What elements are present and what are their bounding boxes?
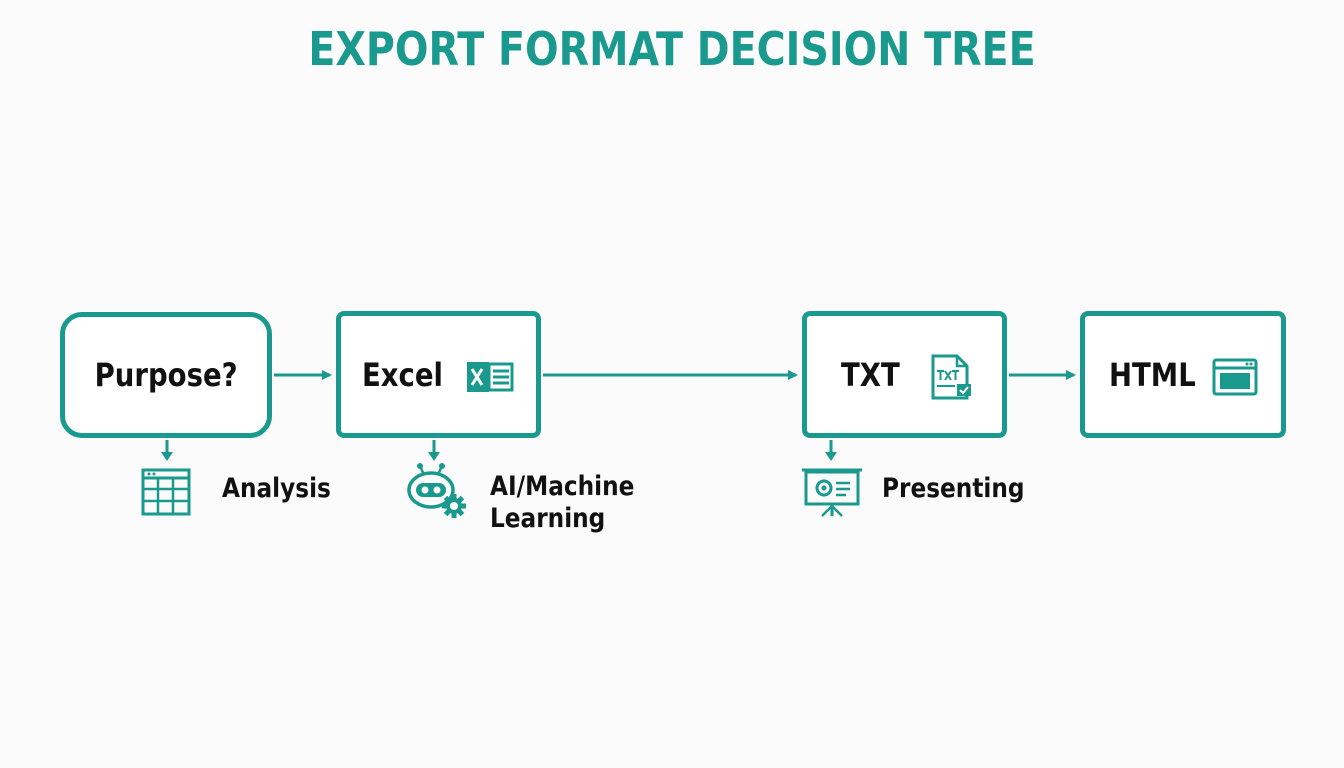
node-purpose-label: Purpose? bbox=[94, 356, 238, 394]
node-purpose: Purpose? bbox=[60, 312, 272, 438]
node-txt: TXT bbox=[802, 311, 1007, 438]
node-html: HTML bbox=[1080, 311, 1286, 438]
browser-window-icon bbox=[1212, 358, 1258, 396]
txt-file-icon bbox=[931, 354, 971, 400]
branch-label-analysis: Analysis bbox=[222, 473, 331, 504]
node-txt-label: TXT bbox=[841, 356, 900, 394]
excel-icon bbox=[467, 362, 514, 392]
node-html-label: HTML bbox=[1109, 356, 1196, 394]
branch-label-ai-line2: Learning bbox=[490, 503, 606, 534]
branch-label-ai-line1: AI/Machine bbox=[490, 471, 635, 502]
projector-screen-icon bbox=[802, 468, 862, 517]
node-excel-label: Excel bbox=[362, 356, 443, 394]
spreadsheet-icon bbox=[141, 468, 191, 516]
node-excel: Excel bbox=[336, 311, 541, 438]
diagram-title: EXPORT FORMAT DECISION TREE bbox=[308, 22, 1036, 76]
branch-label-presenting: Presenting bbox=[882, 473, 1025, 504]
robot-gear-icon bbox=[407, 463, 466, 518]
